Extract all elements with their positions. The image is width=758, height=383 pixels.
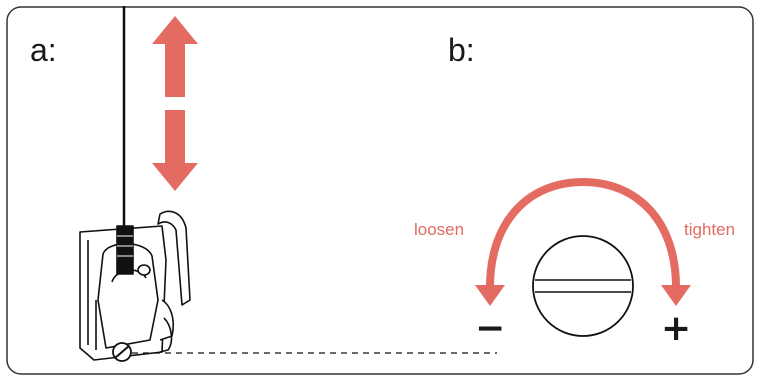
panel-label-b: b: <box>448 32 475 68</box>
loosen-label: loosen <box>414 220 465 239</box>
curved-arrow-icon <box>475 177 691 306</box>
mechanism-illustration <box>79 210 191 361</box>
slotted-screw-icon <box>112 342 132 362</box>
large-screw-icon <box>532 235 634 337</box>
minus-sign: − <box>475 308 506 349</box>
diagram-frame <box>6 6 754 375</box>
plus-sign: + <box>661 308 692 349</box>
tighten-label: tighten <box>684 220 736 239</box>
panel-label-a: a: <box>30 32 57 68</box>
double-headed-vertical-arrow-icon <box>152 16 198 191</box>
